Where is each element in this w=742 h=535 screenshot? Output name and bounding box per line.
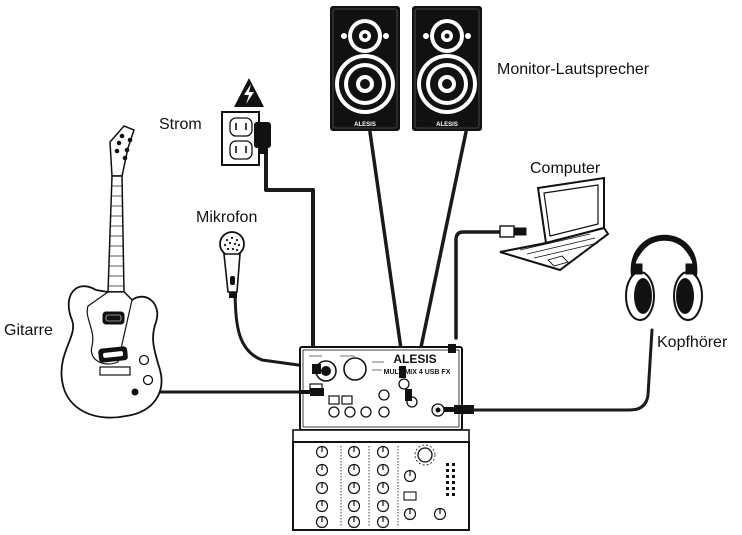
mixer-device: ALESIS MULTIMIX 4 USB FX (292, 344, 474, 531)
speaker-logo-left: ALESIS (354, 122, 376, 128)
label-headphones: Kopfhörer (657, 334, 728, 351)
wall-outlet-icon (221, 111, 271, 166)
microphone-icon (219, 231, 245, 298)
mixer-logo: ALESIS (393, 352, 436, 366)
speaker-cable-left (368, 130, 406, 372)
headphone-cable (468, 328, 654, 412)
lightning-warning-icon (234, 78, 264, 107)
power-cable (264, 138, 315, 354)
guitar-icon (60, 125, 163, 419)
monitor-speaker-left: ALESIS (329, 5, 401, 132)
label-power: Strom (159, 116, 202, 133)
monitor-speaker-right: ALESIS (411, 5, 483, 132)
label-guitar: Gitarre (4, 322, 53, 339)
mixer-model: MULTIMIX 4 USB FX (384, 369, 451, 376)
label-computer: Computer (530, 160, 601, 177)
cables (146, 130, 654, 412)
mic-cable (233, 293, 322, 370)
headphones-icon (625, 234, 703, 321)
speaker-logo-right: ALESIS (436, 122, 458, 128)
label-monitor-speakers: Monitor-Lautsprecher (497, 61, 650, 78)
label-microphone: Mikrofon (196, 209, 258, 226)
laptop-icon (499, 176, 610, 272)
usb-cable (454, 230, 502, 340)
